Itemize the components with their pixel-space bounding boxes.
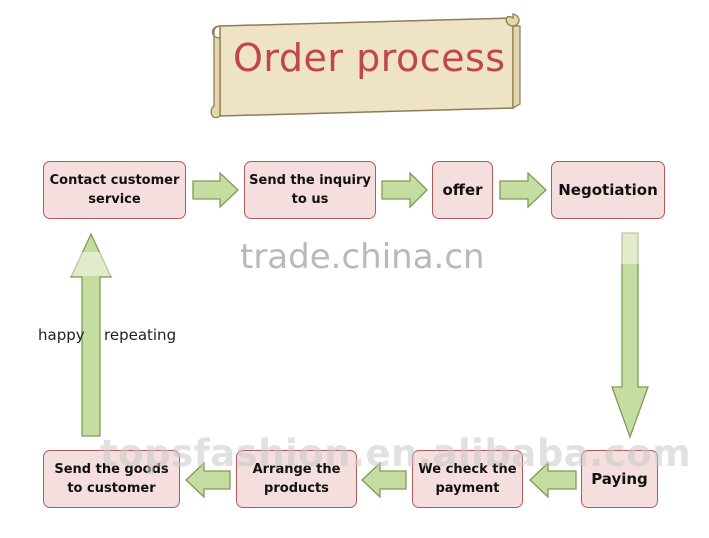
arrow-right-3: [499, 171, 547, 209]
step-check-line2: payment: [435, 481, 500, 496]
step-contact-line2: service: [88, 192, 141, 207]
step-offer-label: offer: [442, 180, 483, 199]
page-title: Order process: [233, 36, 506, 80]
step-inquiry-line2: to us: [291, 192, 329, 207]
step-offer: offer: [432, 161, 493, 219]
step-paying: Paying: [581, 450, 658, 508]
arrow-down: [611, 232, 649, 439]
arrow-left-2: [361, 461, 407, 499]
step-send-goods-line2: to customer: [67, 481, 156, 496]
step-negotiation-label: Negotiation: [558, 180, 658, 199]
step-arrange-line1: Arrange the: [252, 462, 341, 477]
step-arrange-products: Arrange the products: [236, 450, 357, 508]
arrow-left-1: [529, 461, 577, 499]
step-check-line1: We check the: [418, 462, 517, 477]
arrow-right-1: [192, 171, 239, 209]
arrow-left-3: [185, 461, 231, 499]
step-check-payment: We check the payment: [412, 450, 523, 508]
step-contact-customer-service: Contact customer service: [43, 161, 186, 219]
step-contact-line1: Contact customer: [49, 173, 180, 188]
title-banner: [210, 13, 521, 119]
step-arrange-line2: products: [264, 481, 329, 496]
loop-label-right: repeating: [104, 326, 177, 344]
step-inquiry-line1: Send the inquiry: [249, 173, 371, 188]
arrow-right-2: [381, 171, 428, 209]
arrow-up: [69, 232, 113, 437]
step-send-goods: Send the goods to customer: [43, 450, 180, 508]
step-negotiation: Negotiation: [551, 161, 665, 219]
step-paying-label: Paying: [591, 469, 648, 488]
loop-label-left: happy: [38, 326, 85, 344]
step-send-inquiry: Send the inquiry to us: [244, 161, 376, 219]
step-send-goods-line1: Send the goods: [54, 462, 169, 477]
